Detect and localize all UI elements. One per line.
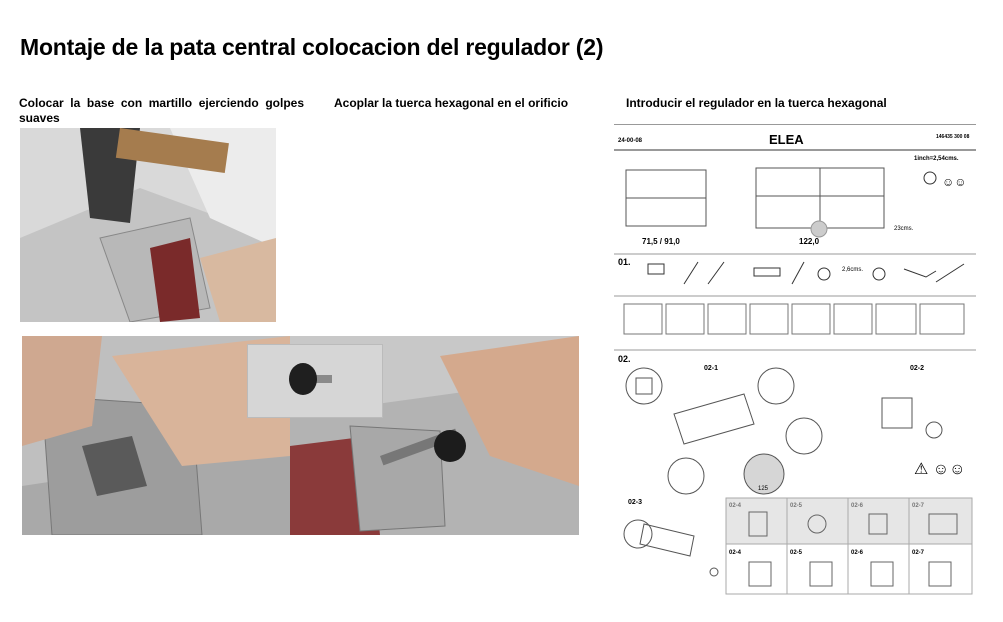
substep-02-2: 02-2 [910, 365, 924, 372]
warning-icon: ⚠ ☺☺ [914, 461, 965, 478]
inset-regulator-closeup [247, 344, 383, 418]
grid-02-5-top: 02-5 [790, 503, 803, 509]
manual-code-left: 24-00-08 [618, 138, 643, 144]
tool-note: 2,6cms. [842, 267, 863, 273]
grid-02-7-top: 02-7 [912, 503, 925, 509]
substep-02-1: 02-1 [704, 365, 718, 372]
assembly-manual-diagram: 24-00-08 ELEA 146435 300 08 1inch=2,54cm… [614, 123, 976, 596]
substep-02-3: 02-3 [628, 499, 642, 506]
page-title: Montaje de la pata central colocacion de… [20, 34, 604, 60]
photo-regulator [290, 336, 579, 535]
height-label: 23cms. [894, 226, 914, 232]
grid-02-4-bottom: 02-4 [729, 550, 742, 556]
photo-hex-nut [22, 336, 290, 535]
grid-02-6-bottom: 02-6 [851, 550, 864, 556]
unit-note: 1inch=2,54cms. [914, 156, 959, 162]
manual-brand: ELEA [769, 132, 804, 147]
grid-02-7-bottom: 02-7 [912, 550, 925, 556]
grid-02-5-bottom: 02-5 [790, 550, 803, 556]
caption-hammer-step: Colocar la base con martillo ejerciendo … [19, 96, 304, 125]
people-icon: ☺☺ [942, 175, 967, 189]
photo-hammer-base [20, 128, 276, 322]
step-02-label: 02. [618, 354, 631, 364]
caption-regulator-step: Introducir el regulador en la tuerca hex… [626, 96, 887, 110]
caption-hex-nut-step: Acoplar la tuerca hexagonal en el orific… [334, 96, 569, 110]
step-01-label: 01. [618, 257, 631, 267]
width-label-right: 122,0 [799, 237, 820, 246]
grid-02-4-top: 02-4 [729, 503, 742, 509]
manual-code-right: 146435 300 08 [936, 134, 970, 140]
width-label-left: 71,5 / 91,0 [642, 237, 680, 246]
round-detail-label: 125 [758, 486, 769, 492]
grid-02-6-top: 02-6 [851, 503, 864, 509]
